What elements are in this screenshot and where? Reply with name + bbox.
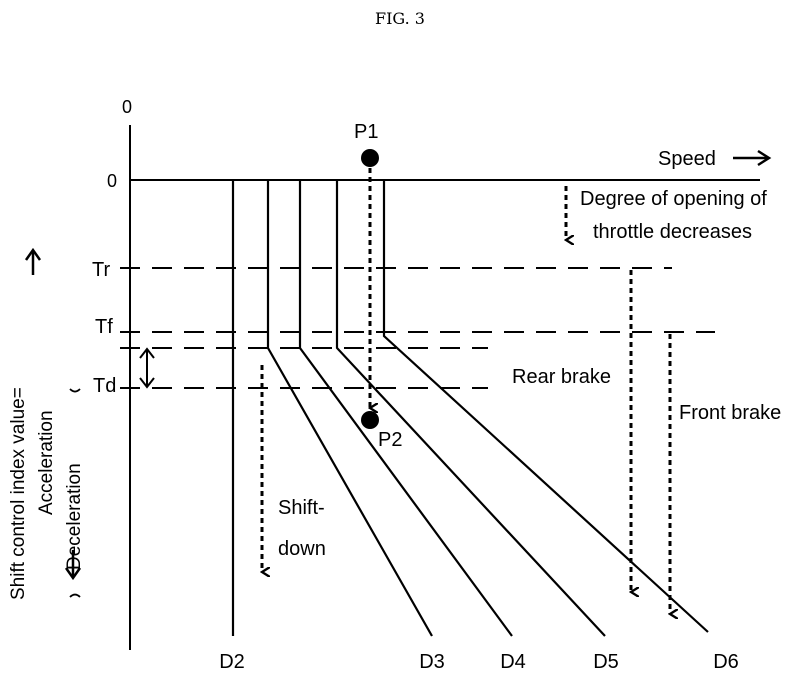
speed-label: Speed: [658, 148, 716, 170]
shift-down-label-line1: Shift-: [278, 497, 325, 519]
front-brake-label: Front brake: [679, 402, 781, 424]
point-p2-label: P2: [378, 429, 402, 451]
bracket-close-icon: [69, 388, 81, 393]
point-p2-marker: [361, 411, 379, 429]
acceleration-up-arrow-icon: [24, 247, 42, 275]
bracket-open-icon: [69, 593, 81, 598]
deceleration-down-arrow-icon: [64, 550, 82, 581]
gear-label-d5: D5: [593, 651, 619, 673]
figure-title: FIG. 3: [375, 9, 425, 28]
gear-line-d6: [382, 180, 709, 633]
throttle-label-line2: throttle decreases: [593, 221, 752, 243]
y-axis-label-line1: Shift control index value=: [8, 387, 29, 600]
origin-label-top: 0: [122, 97, 132, 117]
threshold-tf-label: Tf: [95, 316, 113, 338]
rear-brake-label: Rear brake: [512, 366, 611, 388]
gear-line-d3: [266, 180, 433, 637]
shift-down-label-line2: down: [278, 538, 326, 560]
gear-line-d4: [298, 180, 513, 637]
gear-label-d4: D4: [500, 651, 526, 673]
gear-label-d6: D6: [713, 651, 739, 673]
speed-arrow-icon: [733, 149, 772, 167]
range-double-arrow-icon: [139, 347, 155, 389]
origin-label-mid: 0: [107, 171, 117, 191]
gear-line-d5: [335, 180, 606, 637]
point-p1-label: P1: [354, 121, 378, 143]
gear-label-d2: D2: [219, 651, 245, 673]
y-axis-label-line3: Deceleration: [64, 463, 85, 570]
throttle-label-line1: Degree of opening of: [580, 188, 767, 210]
threshold-td-label: Td: [93, 375, 116, 397]
point-p1-marker: [361, 149, 379, 167]
threshold-tr-label: Tr: [92, 259, 110, 281]
gear-label-d3: D3: [419, 651, 445, 673]
y-axis-label-line2: Acceleration: [36, 410, 57, 515]
